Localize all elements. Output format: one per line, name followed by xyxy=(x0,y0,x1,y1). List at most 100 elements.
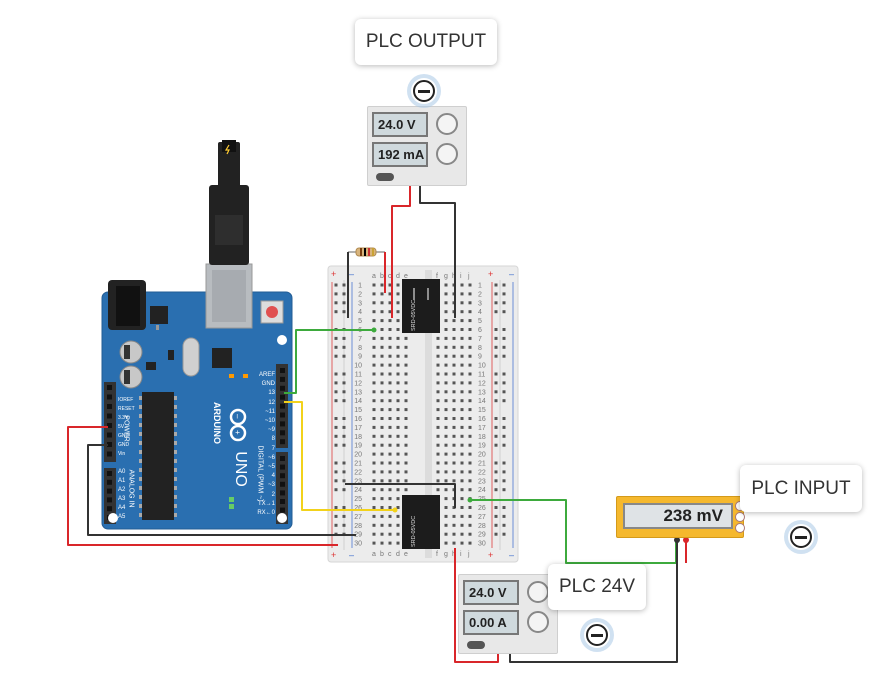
header-pin[interactable] xyxy=(280,403,285,409)
header-pin[interactable] xyxy=(280,499,285,504)
breadboard-hole[interactable] xyxy=(388,390,392,394)
breadboard-hole[interactable] xyxy=(372,479,376,483)
breadboard-hole[interactable] xyxy=(444,381,448,385)
breadboard-hole[interactable] xyxy=(460,328,464,331)
breadboard-hole[interactable] xyxy=(436,461,440,465)
breadboard-hole[interactable] xyxy=(460,488,464,492)
rail-hole[interactable] xyxy=(334,345,338,349)
rail-hole[interactable] xyxy=(334,488,338,492)
breadboard-hole[interactable] xyxy=(452,461,456,465)
rail-hole[interactable] xyxy=(342,461,346,465)
breadboard-hole[interactable] xyxy=(396,301,400,305)
breadboard-hole[interactable] xyxy=(452,319,456,323)
rail-hole[interactable] xyxy=(342,292,346,296)
rail-hole[interactable] xyxy=(342,434,346,438)
breadboard-hole[interactable] xyxy=(396,479,400,483)
rail-hole[interactable] xyxy=(342,372,346,376)
resistor[interactable] xyxy=(348,247,385,257)
breadboard-hole[interactable] xyxy=(436,479,440,483)
psu-output-voltage-knob[interactable] xyxy=(436,113,458,135)
breadboard-hole[interactable] xyxy=(396,292,400,296)
breadboard-hole[interactable] xyxy=(380,497,384,501)
breadboard-hole[interactable] xyxy=(444,497,448,501)
breadboard-hole[interactable] xyxy=(380,292,384,296)
breadboard-hole[interactable] xyxy=(460,452,464,456)
breadboard-hole[interactable] xyxy=(460,292,464,296)
breadboard-hole[interactable] xyxy=(380,425,384,429)
breadboard-hole[interactable] xyxy=(380,452,384,456)
breadboard-hole[interactable] xyxy=(404,479,408,483)
wire-black-plc-output[interactable] xyxy=(419,178,456,318)
rail-hole[interactable] xyxy=(334,283,338,287)
breadboard-hole[interactable] xyxy=(460,425,464,429)
header-pin[interactable] xyxy=(107,432,112,438)
breadboard-hole[interactable] xyxy=(444,479,448,483)
rail-hole[interactable] xyxy=(502,310,506,314)
label-plc-output[interactable]: PLC OUTPUT xyxy=(355,19,497,65)
breadboard-hole[interactable] xyxy=(396,470,400,474)
breadboard-hole[interactable] xyxy=(436,345,440,349)
breadboard-hole[interactable] xyxy=(372,399,376,403)
rail-hole[interactable] xyxy=(334,399,338,403)
breadboard-hole[interactable] xyxy=(452,363,456,367)
header-pin[interactable] xyxy=(280,368,285,373)
header-pin[interactable] xyxy=(280,385,285,391)
breadboard-hole[interactable] xyxy=(452,514,456,518)
breadboard-hole[interactable] xyxy=(372,345,376,349)
breadboard-hole[interactable] xyxy=(404,452,408,456)
breadboard-hole[interactable] xyxy=(380,488,384,492)
header-pin[interactable] xyxy=(280,507,285,513)
rail-hole[interactable] xyxy=(342,354,346,358)
breadboard-hole[interactable] xyxy=(404,345,408,349)
breadboard-hole[interactable] xyxy=(388,363,392,367)
breadboard-hole[interactable] xyxy=(404,381,408,385)
rail-hole[interactable] xyxy=(334,425,338,429)
breadboard-hole[interactable] xyxy=(388,425,392,429)
power-supply-plc-output[interactable]: 24.0 V 192 mA xyxy=(367,106,467,186)
header-pin[interactable] xyxy=(280,430,285,436)
rail-hole[interactable] xyxy=(502,523,506,527)
wire-red-plc-output[interactable] xyxy=(391,178,411,318)
rail-hole[interactable] xyxy=(494,310,498,314)
header-pin[interactable] xyxy=(280,490,285,496)
breadboard-hole[interactable] xyxy=(396,417,400,420)
rail-hole[interactable] xyxy=(502,336,506,340)
breadboard-hole[interactable] xyxy=(380,336,384,340)
rail-hole[interactable] xyxy=(494,381,498,385)
psu-24v-voltage-knob[interactable] xyxy=(527,581,549,603)
breadboard-hole[interactable] xyxy=(468,390,472,394)
header-pin[interactable] xyxy=(107,479,112,485)
breadboard-hole[interactable] xyxy=(404,470,408,474)
breadboard-hole[interactable] xyxy=(436,399,440,403)
breadboard-hole[interactable] xyxy=(460,434,464,438)
breadboard-hole[interactable] xyxy=(396,461,400,465)
breadboard-hole[interactable] xyxy=(460,408,464,412)
breadboard-hole[interactable] xyxy=(380,461,384,465)
rail-hole[interactable] xyxy=(494,354,498,358)
breadboard-hole[interactable] xyxy=(396,408,400,412)
breadboard-hole[interactable] xyxy=(444,523,448,527)
breadboard-hole[interactable] xyxy=(452,434,456,438)
breadboard-hole[interactable] xyxy=(388,372,392,376)
breadboard-hole[interactable] xyxy=(372,514,376,518)
breadboard-hole[interactable] xyxy=(436,363,440,367)
header-pin[interactable] xyxy=(280,394,285,400)
breadboard-hole[interactable] xyxy=(404,336,408,340)
breadboard-hole[interactable] xyxy=(380,381,384,385)
breadboard-hole[interactable] xyxy=(444,461,448,465)
breadboard-hole[interactable] xyxy=(444,488,448,492)
terminal-plc-24v[interactable] xyxy=(584,622,610,648)
rail-hole[interactable] xyxy=(342,514,346,518)
rail-hole[interactable] xyxy=(334,354,338,358)
breadboard-hole[interactable] xyxy=(404,434,408,438)
rail-hole[interactable] xyxy=(502,443,506,447)
breadboard-hole[interactable] xyxy=(452,408,456,412)
breadboard-hole[interactable] xyxy=(452,452,456,456)
breadboard-hole[interactable] xyxy=(452,399,456,403)
breadboard-hole[interactable] xyxy=(468,301,472,305)
breadboard-hole[interactable] xyxy=(372,301,376,305)
breadboard-hole[interactable] xyxy=(396,310,400,314)
breadboard-hole[interactable] xyxy=(396,523,400,527)
psu-output-current-knob[interactable] xyxy=(436,143,458,165)
